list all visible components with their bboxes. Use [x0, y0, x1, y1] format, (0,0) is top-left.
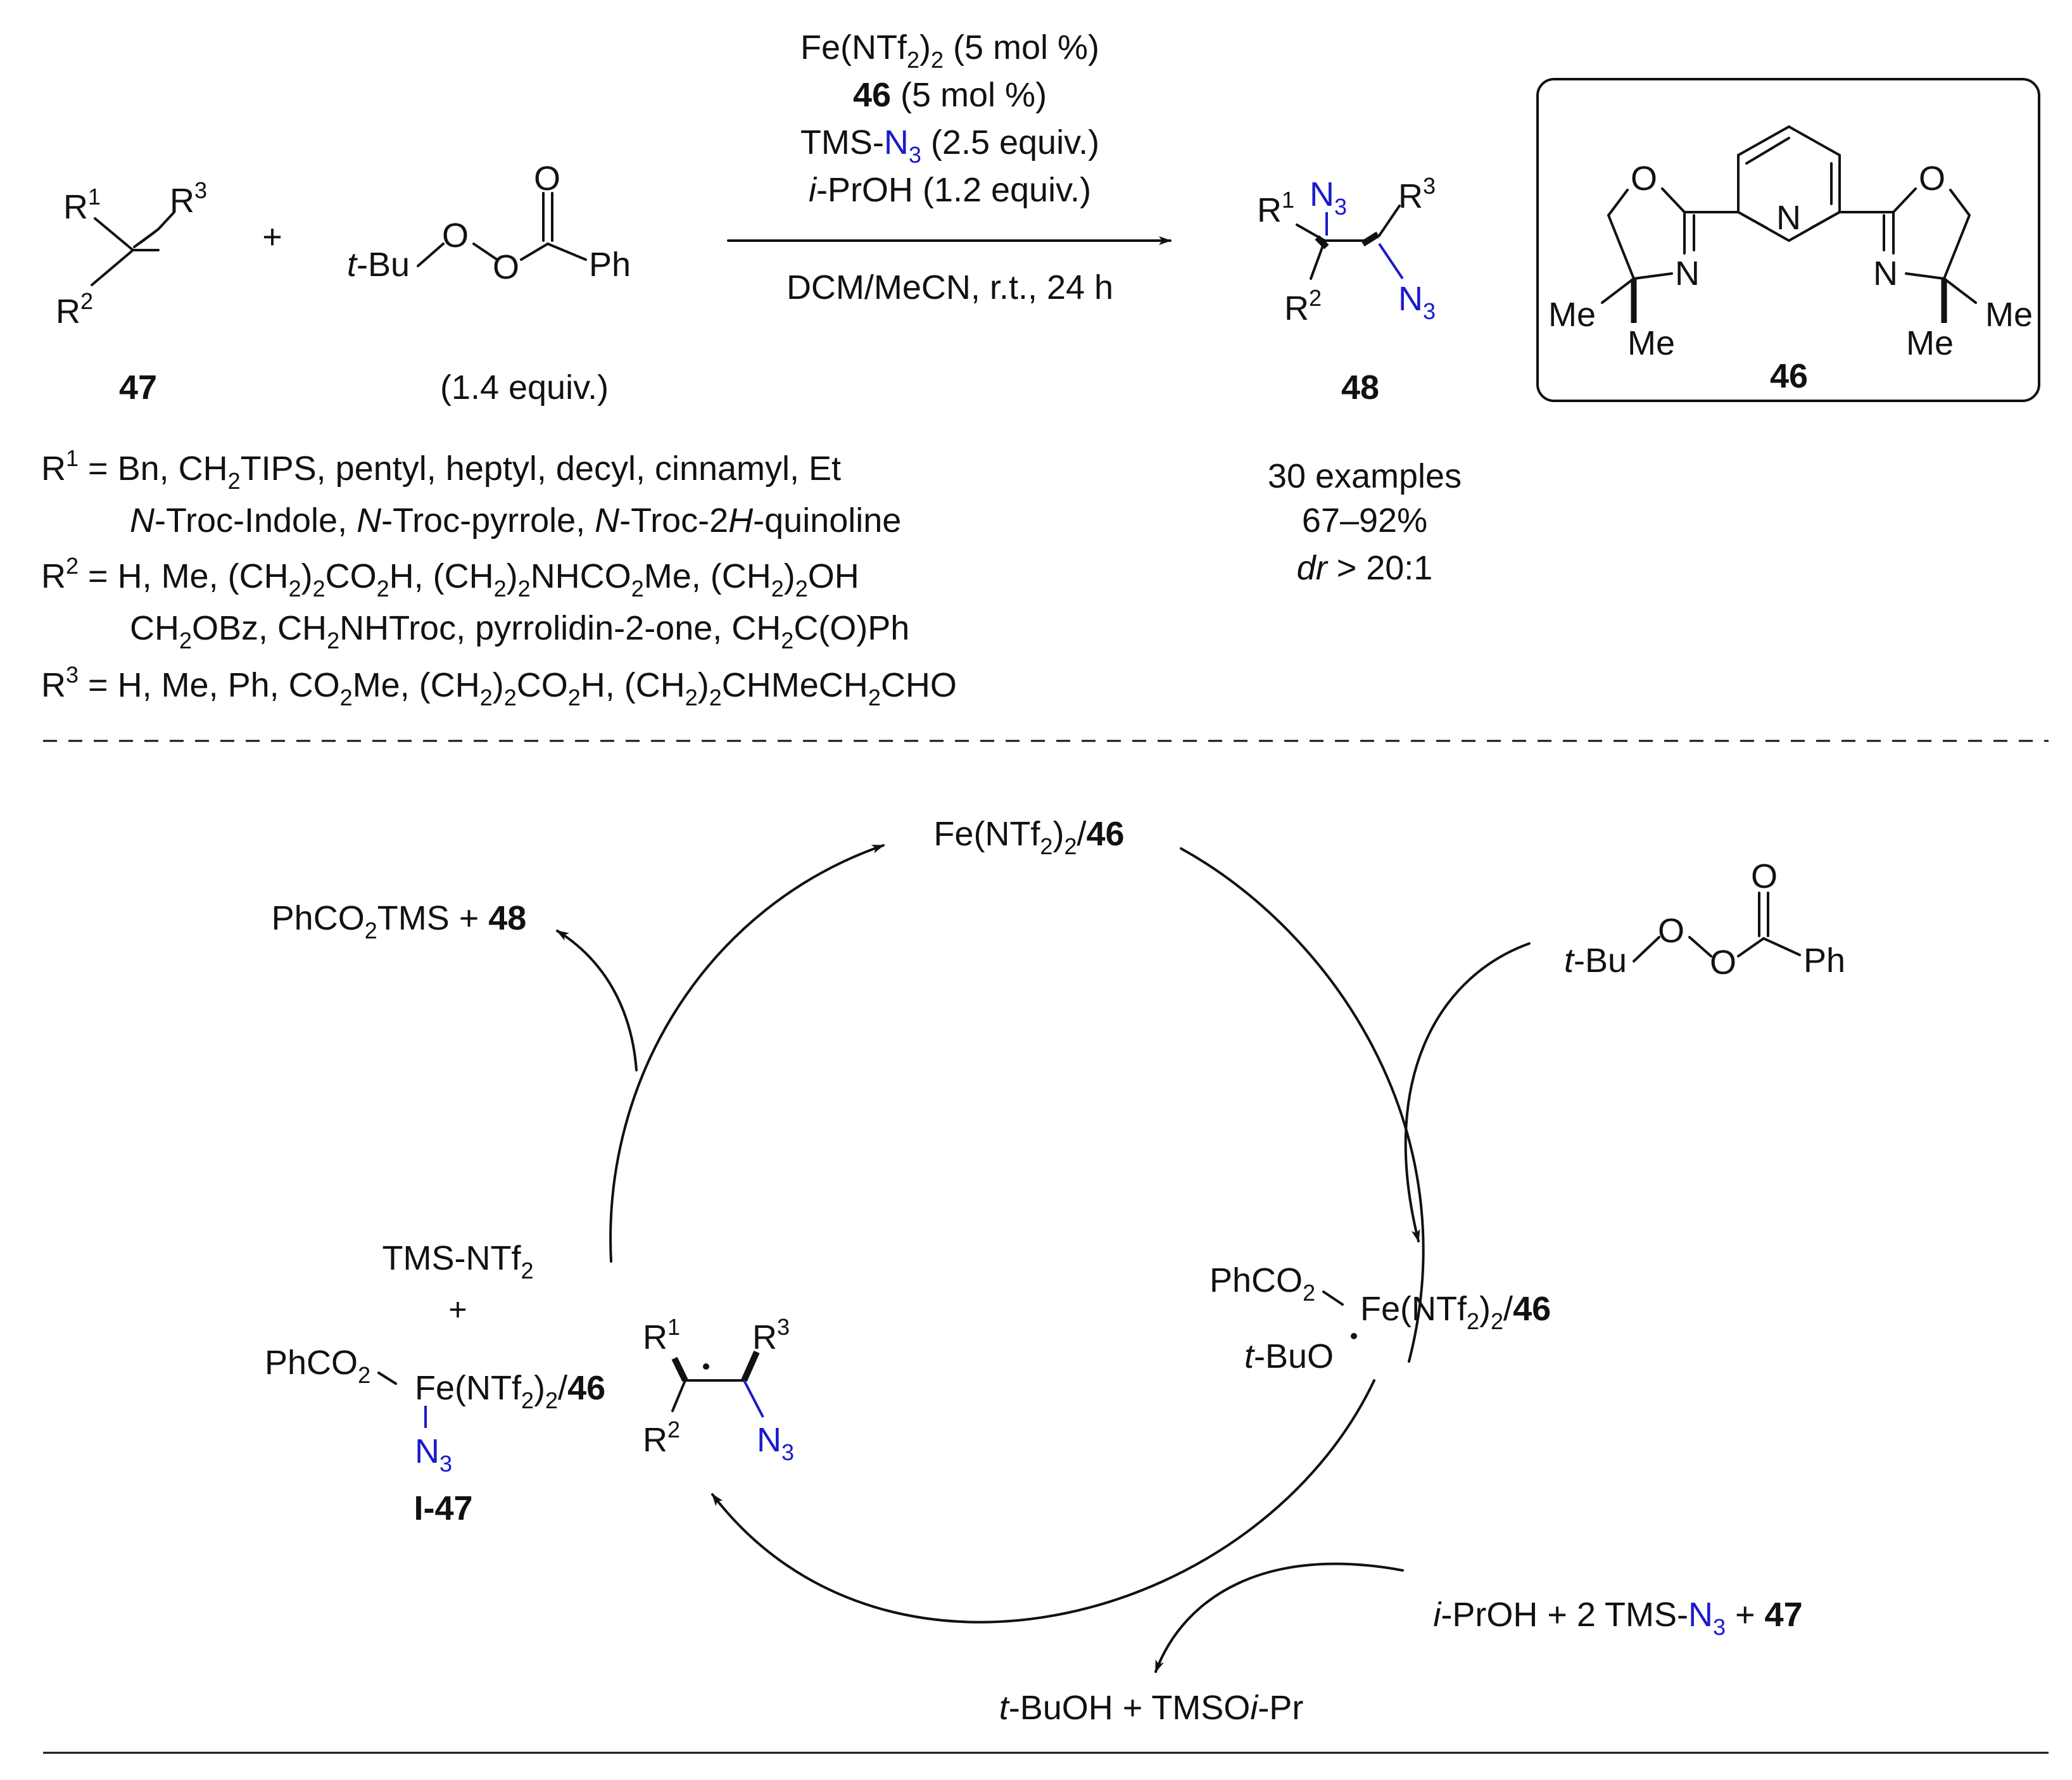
cycle-arc-right: [1180, 847, 1425, 1363]
yield-range: 67–92%: [1302, 502, 1427, 540]
reagents: i-PrOH + 2 TMS-N3 + 47: [1433, 1596, 1802, 1640]
svg-text:Me: Me: [1627, 324, 1675, 362]
substituent-line: R1 = Bn, CH2TIPS, pentyl, heptyl, decyl,…: [41, 445, 841, 494]
svg-text:O: O: [1919, 160, 1945, 198]
byproduct-label: t-BuOH + TMSOi-Pr: [999, 1689, 1304, 1727]
svg-text:Ph: Ph: [1804, 942, 1845, 980]
svg-text:R1: R1: [643, 1314, 680, 1356]
svg-text:N: N: [1675, 255, 1700, 293]
cycle-arc-left: [609, 844, 885, 1263]
perester-in-arrow: [1404, 942, 1531, 1242]
svg-text:O: O: [493, 248, 519, 286]
svg-text:O: O: [534, 160, 560, 198]
solvent-conditions: DCM/MeCN, r.t., 24 h: [786, 268, 1113, 306]
compound-48-label: 48: [1341, 369, 1379, 407]
reagents-label: i-PrOH + 2 TMS-N3 + 47: [1433, 1596, 1802, 1640]
svg-text:N3: N3: [757, 1421, 794, 1465]
svg-text:R2: R2: [1284, 285, 1322, 327]
radical-intermediate: R1 R2 R3 N3: [643, 1314, 794, 1465]
svg-text:Ph: Ph: [589, 246, 631, 284]
intermediate-label: I-47: [414, 1489, 472, 1527]
svg-text:R2: R2: [643, 1417, 680, 1459]
plus-sign: +: [262, 218, 282, 256]
svg-text:Me: Me: [1548, 296, 1596, 334]
perester-equiv: (1.4 equiv.): [440, 369, 609, 407]
reaction-conditions: Fe(NTf2)2 (5 mol %)46 (5 mol %) TMS-N3 (2…: [800, 28, 1099, 209]
condition-line: i-PrOH (1.2 equiv.): [809, 171, 1091, 209]
svg-text:PhCO2: PhCO2: [265, 1344, 370, 1388]
condition-line: 46 (5 mol %): [853, 76, 1047, 114]
cycle-arc-bottom: [711, 1379, 1375, 1624]
substituent-line: R3 = H, Me, Ph, CO2Me, (CH2)2CO2H, (CH2)…: [41, 662, 957, 710]
svg-text:Fe(NTf2)2/46: Fe(NTf2)2/46: [415, 1369, 605, 1413]
release-arrow: [556, 930, 638, 1071]
svg-text:N3: N3: [1310, 175, 1347, 220]
examples-count: 30 examples: [1268, 457, 1462, 495]
svg-text:R2: R2: [56, 288, 93, 331]
svg-text:O: O: [1631, 160, 1657, 198]
alkene-47-structure: R1 R3 R2: [56, 177, 207, 331]
cycle-catalyst: Fe(NTf2)2/46: [933, 815, 1124, 859]
svg-text:PhCO2: PhCO2: [1210, 1261, 1315, 1306]
diastereomeric-ratio: dr > 20:1: [1297, 549, 1433, 587]
substituent-definitions: R1 = Bn, CH2TIPS, pentyl, heptyl, decyl,…: [41, 445, 957, 710]
perester-cycle-structure: t-Bu O O O Ph: [1564, 857, 1845, 982]
release-products: PhCO2TMS + 48: [272, 899, 527, 944]
svg-text:O: O: [1710, 944, 1736, 982]
condition-line: TMS-N3 (2.5 equiv.): [800, 123, 1099, 168]
svg-text:O: O: [1751, 857, 1778, 895]
fe-azide-complex: PhCO2 Fe(NTf2)2/46 N3: [265, 1344, 605, 1477]
svg-text:t-Bu: t-Bu: [1564, 942, 1627, 980]
catalyst-46-label: 46: [1770, 357, 1808, 395]
cycle-release-label: PhCO2TMS + 48: [272, 899, 527, 944]
svg-text:O: O: [442, 217, 469, 255]
diazide-48-structure: R1 R2 N3 R3 N3: [1257, 173, 1436, 327]
compound-47-label: 47: [119, 369, 157, 407]
byproduct-out-arrow: [1154, 1562, 1404, 1673]
substituent-line: CH2OBz, CH2NHTroc, pyrrolidin-2-one, CH2…: [130, 609, 909, 653]
catalyst-46-structure: N O N Me Me O N Me Me: [1548, 125, 2033, 362]
svg-text:t-BuO: t-BuO: [1244, 1337, 1334, 1375]
cycle-catalyst-label: Fe(NTf2)2/46: [933, 815, 1124, 859]
tms-ntf2-label: TMS-NTf2: [382, 1239, 534, 1284]
substituent-line: N-Troc-Indole, N-Troc-pyrrole, N-Troc-2H…: [130, 502, 901, 540]
plus-small: +: [448, 1292, 467, 1327]
perester-structure: t-Bu O O O Ph: [347, 160, 631, 286]
substituent-line: R2 = H, Me, (CH2)2CO2H, (CH2)2NHCO2Me, (…: [41, 553, 859, 602]
svg-text:N: N: [1873, 255, 1898, 293]
svg-text:R3: R3: [752, 1314, 790, 1356]
tms-ntf2: TMS-NTf2: [382, 1239, 534, 1284]
fe-peroxo-complex: PhCO2 Fe(NTf2)2/46 t-BuO: [1210, 1261, 1551, 1375]
catalyst-46-box: [1536, 78, 2040, 402]
svg-text:O: O: [1658, 912, 1684, 950]
condition-line: Fe(NTf2)2 (5 mol %): [800, 28, 1099, 73]
svg-text:t-Bu: t-Bu: [347, 246, 410, 284]
svg-text:Fe(NTf2)2/46: Fe(NTf2)2/46: [1360, 1290, 1551, 1334]
svg-text:R1: R1: [1257, 187, 1294, 229]
svg-text:N: N: [1776, 199, 1801, 237]
svg-text:Me: Me: [1906, 324, 1954, 362]
svg-text:Me: Me: [1985, 296, 2033, 334]
svg-text:N3: N3: [415, 1432, 452, 1477]
svg-text:N3: N3: [1398, 280, 1436, 324]
svg-text:R3: R3: [1398, 173, 1436, 215]
svg-text:R3: R3: [170, 177, 207, 220]
byproducts: t-BuOH + TMSOi-Pr: [999, 1689, 1304, 1727]
